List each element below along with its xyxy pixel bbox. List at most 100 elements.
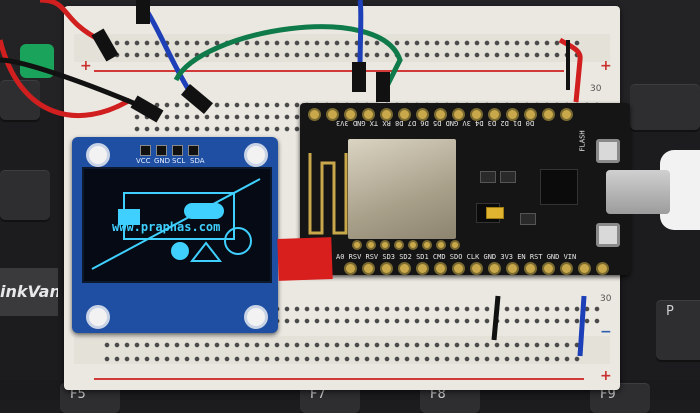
oled-pin-header bbox=[140, 145, 151, 156]
black-wire bbox=[0, 57, 151, 113]
top-pin bbox=[560, 108, 573, 121]
bottom-pin bbox=[380, 262, 393, 275]
key-right-top bbox=[630, 84, 700, 130]
oled-pin-scl-label: SCL bbox=[172, 157, 186, 165]
top-plus-right: + bbox=[600, 58, 612, 74]
bottom-pin bbox=[434, 262, 447, 275]
mounting-hole-top-right bbox=[244, 143, 268, 167]
bottom-pin bbox=[452, 262, 465, 275]
smd-component-1 bbox=[480, 171, 496, 183]
oled-pin-header bbox=[156, 145, 167, 156]
wire-plug bbox=[181, 83, 213, 115]
oled-pin-header bbox=[188, 145, 199, 156]
bottom-pin bbox=[470, 262, 483, 275]
top-pin bbox=[506, 108, 519, 121]
esp-pad bbox=[366, 240, 376, 250]
top-pin bbox=[452, 108, 465, 121]
red-wire-right bbox=[558, 37, 583, 103]
esp-pad bbox=[352, 240, 362, 250]
top-pin bbox=[398, 108, 411, 121]
oled-rounded-rect bbox=[184, 203, 224, 219]
nodemcu-bottom-pin-labels: A0 RSV RSV SD3 SD2 SD1 CMD SDO CLK GND 3… bbox=[336, 253, 577, 261]
oled-outline-circle bbox=[224, 227, 252, 255]
wire-plug bbox=[91, 28, 119, 62]
oled-display: www.praphas.com bbox=[82, 167, 272, 283]
smd-component-2 bbox=[500, 171, 516, 183]
wire-plug bbox=[352, 62, 366, 92]
esp-pad bbox=[422, 240, 432, 250]
bottom-pin bbox=[560, 262, 573, 275]
blue-wire-right bbox=[357, 0, 364, 71]
top-pin bbox=[380, 108, 393, 121]
flash-button[interactable] bbox=[596, 139, 620, 163]
top-pin bbox=[326, 108, 339, 121]
column-number-bottom-30: 30 bbox=[600, 294, 612, 304]
bottom-rail-holes-1 bbox=[104, 342, 584, 348]
esp-pad bbox=[394, 240, 404, 250]
oled-pin-header bbox=[172, 145, 183, 156]
bottom-rail-holes-2 bbox=[104, 356, 584, 362]
bottom-pin bbox=[362, 262, 375, 275]
oled-graphics: www.praphas.com bbox=[91, 178, 261, 270]
wire-plug bbox=[136, 0, 150, 24]
top-plus-left: + bbox=[80, 58, 92, 74]
wire-plug bbox=[376, 72, 390, 102]
esp-pad bbox=[380, 240, 390, 250]
lower-terminal-holes-1 bbox=[104, 306, 604, 312]
oled-pin-vcc-label: VCC bbox=[136, 157, 151, 165]
top-pin bbox=[362, 108, 375, 121]
oled-module: VCC GND SCL SDA www.praphas.com bbox=[72, 137, 278, 333]
top-red-line bbox=[94, 70, 564, 72]
blue-wire-bottom bbox=[577, 295, 587, 357]
top-pin bbox=[470, 108, 483, 121]
top-pin bbox=[416, 108, 429, 121]
top-pin bbox=[524, 108, 537, 121]
mounting-hole-bottom-right bbox=[244, 305, 268, 329]
usb-c-port bbox=[606, 170, 670, 214]
oled-pin-sda-label: SDA bbox=[190, 157, 205, 165]
key-p: P bbox=[656, 300, 700, 360]
bottom-pin bbox=[506, 262, 519, 275]
red-wire-top bbox=[39, 0, 102, 43]
bottom-red-line bbox=[94, 378, 584, 380]
bottom-pin bbox=[524, 262, 537, 275]
column-number-top-30: 30 bbox=[590, 84, 602, 94]
wire-plug bbox=[130, 95, 164, 123]
esp8266-module bbox=[348, 139, 456, 239]
mounting-hole-bottom-left bbox=[86, 305, 110, 329]
laptop-brand-label: inkVantage bbox=[0, 268, 58, 316]
bottom-pin bbox=[488, 262, 501, 275]
esp-pad bbox=[436, 240, 446, 250]
top-pin bbox=[344, 108, 357, 121]
key-left-mid bbox=[0, 170, 50, 220]
jumper-wires bbox=[0, 0, 587, 357]
black-wire-bottom bbox=[491, 295, 501, 341]
lower-terminal-holes-2 bbox=[104, 318, 604, 324]
esp-pad bbox=[450, 240, 460, 250]
top-pin bbox=[488, 108, 501, 121]
esp-pad bbox=[408, 240, 418, 250]
capacitor-yellow bbox=[486, 207, 504, 219]
oled-filled-rect bbox=[118, 209, 140, 225]
bottom-pin bbox=[542, 262, 555, 275]
top-pin bbox=[434, 108, 447, 121]
top-pin bbox=[542, 108, 555, 121]
smd-component-3 bbox=[520, 213, 536, 225]
bottom-pin bbox=[578, 262, 591, 275]
top-pin bbox=[308, 108, 321, 121]
oled-pin-gnd-label: GND bbox=[154, 157, 171, 165]
usb-serial-chip bbox=[540, 169, 578, 205]
bottom-pin bbox=[596, 262, 609, 275]
top-rail-holes-2 bbox=[104, 52, 584, 58]
bottom-plus-right: + bbox=[600, 368, 612, 384]
bottom-minus-right: − bbox=[600, 324, 612, 340]
oled-url-text: www.praphas.com bbox=[112, 220, 220, 234]
bottom-pin bbox=[416, 262, 429, 275]
bottom-pin bbox=[344, 262, 357, 275]
bottom-pin bbox=[398, 262, 411, 275]
oled-filled-circle bbox=[171, 242, 189, 260]
reset-button[interactable] bbox=[596, 223, 620, 247]
green-wire bbox=[173, 24, 403, 92]
red-wire bbox=[0, 39, 132, 119]
top-rail-holes-1 bbox=[104, 40, 584, 46]
